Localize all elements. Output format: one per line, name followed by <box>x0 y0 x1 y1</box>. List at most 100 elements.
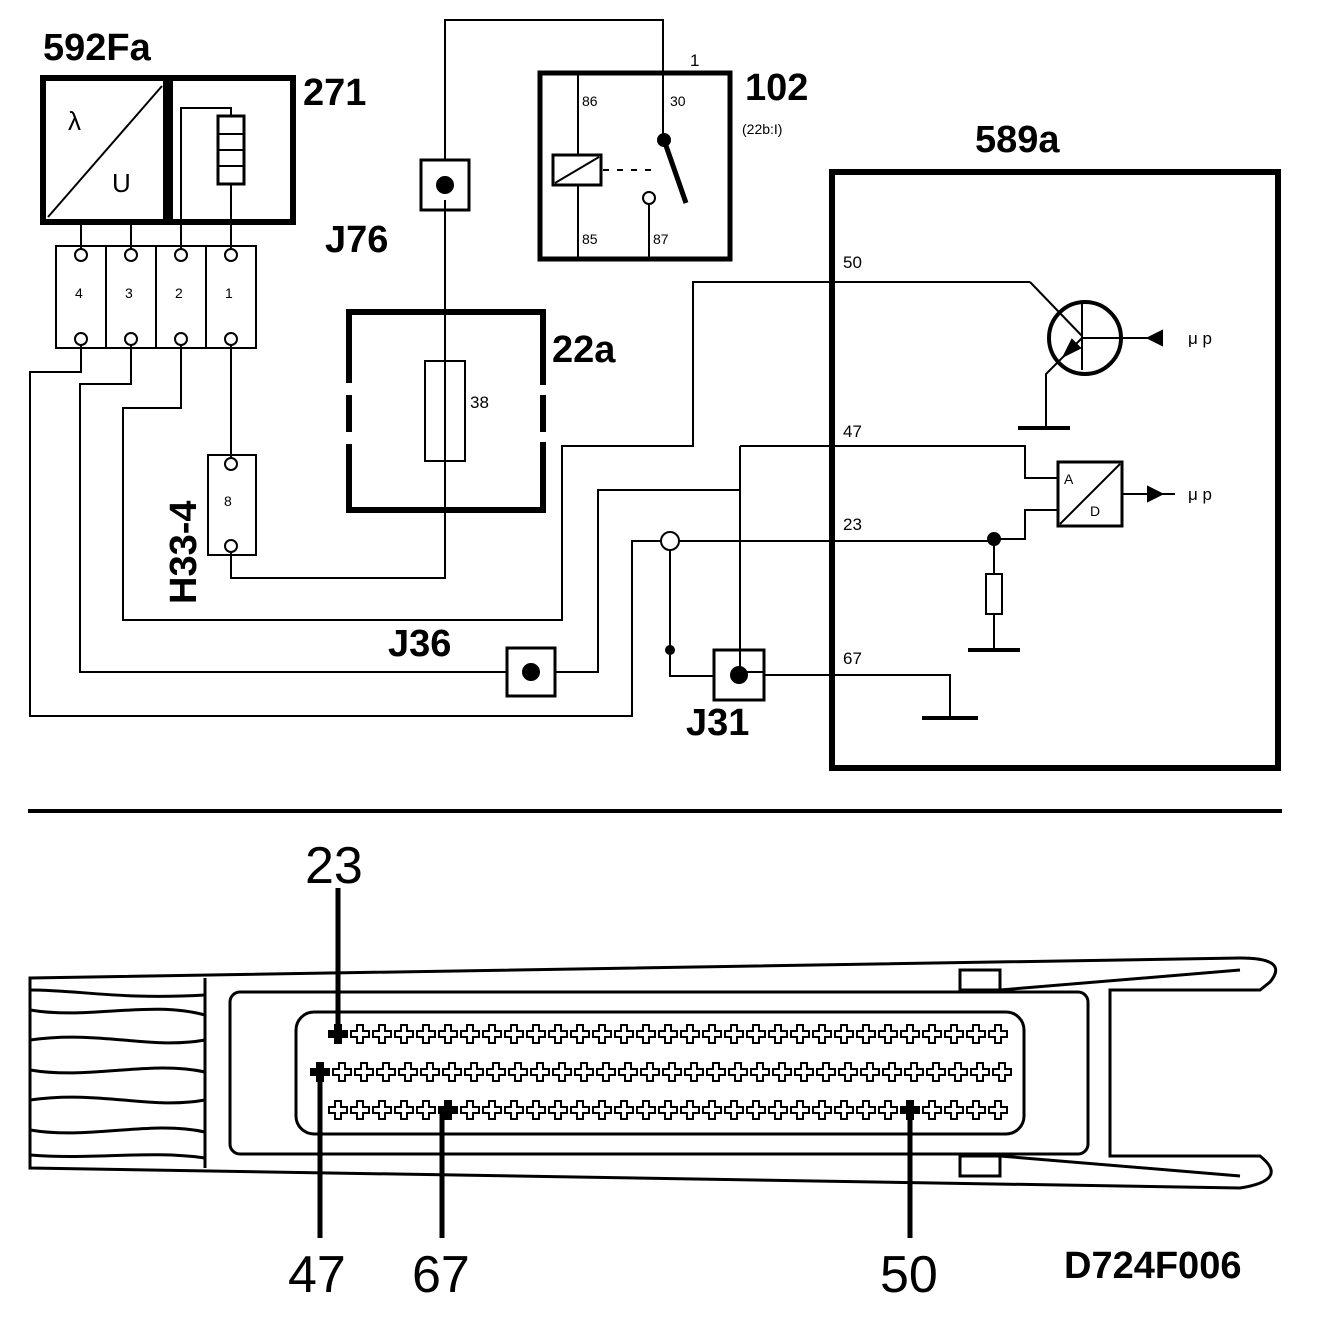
connector-pin <box>350 1024 370 1044</box>
connector-pin <box>482 1100 502 1120</box>
connector-pin <box>618 1062 638 1082</box>
connector-pin <box>878 1024 898 1044</box>
connector-pin <box>614 1024 634 1044</box>
connector-pin <box>882 1062 902 1082</box>
connector-pin <box>398 1062 418 1082</box>
connector-pin <box>526 1100 546 1120</box>
connector-pin <box>592 1024 612 1044</box>
connector-H33-4 <box>207 200 446 579</box>
connector-pin <box>860 1062 880 1082</box>
connector-pin <box>834 1024 854 1044</box>
connector-pin <box>922 1100 942 1120</box>
relay-pin-85: 85 <box>582 231 598 247</box>
connector-pin <box>900 1024 920 1044</box>
connector-pin <box>504 1024 524 1044</box>
connector-pin <box>354 1062 374 1082</box>
connector-pin <box>526 1024 546 1044</box>
connector-pin <box>636 1024 656 1044</box>
lambda-symbol: λ <box>68 106 81 136</box>
connector-pin <box>992 1062 1012 1082</box>
connector-pin <box>508 1062 528 1082</box>
connector-pin <box>812 1024 832 1044</box>
connector-pin <box>372 1024 392 1044</box>
connector-pin <box>948 1062 968 1082</box>
connector-pin <box>658 1024 678 1044</box>
connector-pin <box>834 1100 854 1120</box>
connector-pin <box>794 1062 814 1082</box>
label-271: 271 <box>303 72 366 114</box>
connector-pin <box>640 1062 660 1082</box>
label-J31: J31 <box>686 702 749 744</box>
connector-pin <box>750 1062 770 1082</box>
u-symbol: U <box>112 168 131 198</box>
ad-converter <box>739 445 1175 673</box>
connector-pin <box>636 1100 656 1120</box>
connector-pin <box>680 1100 700 1120</box>
connector-pin <box>944 1024 964 1044</box>
label-fuse-38: 38 <box>470 393 489 412</box>
label-589a: 589a <box>975 119 1060 161</box>
connector-pin <box>350 1100 370 1120</box>
label-22a: 22a <box>552 329 616 371</box>
connector-callout-50: 50 <box>880 1246 938 1304</box>
connector-pin <box>464 1062 484 1082</box>
connector-pin <box>790 1100 810 1120</box>
connector-pin <box>728 1062 748 1082</box>
connector-callout-47: 47 <box>288 1246 346 1304</box>
output-transistor <box>828 281 1163 430</box>
splice-J31 <box>712 648 978 720</box>
connector-pin <box>838 1062 858 1082</box>
wire-pin3 <box>79 345 507 673</box>
connector-pin <box>376 1062 396 1082</box>
ecu-connector-drawing <box>28 956 1278 1190</box>
connector-pin <box>966 1024 986 1044</box>
ecu-pin-47: 47 <box>843 422 862 441</box>
wire-23 <box>660 509 1058 677</box>
splice-J76 <box>419 19 664 212</box>
label-H33-4: H33-4 <box>163 501 205 605</box>
connector-pin-used <box>310 1062 330 1082</box>
connector-pin <box>570 1100 590 1120</box>
connector-pin <box>988 1024 1008 1044</box>
connector-pin <box>394 1024 414 1044</box>
label-J76: J76 <box>325 219 388 261</box>
connector-pin <box>460 1100 480 1120</box>
label-592Fa: 592Fa <box>43 27 152 69</box>
connector-pin <box>658 1100 678 1120</box>
connector-pin <box>988 1100 1008 1120</box>
connector-pin <box>420 1062 440 1082</box>
wire-pin2 <box>122 281 828 621</box>
connector-pin <box>328 1100 348 1120</box>
connector-pin <box>746 1024 766 1044</box>
label-relay-sub: (22b:I) <box>742 121 782 137</box>
fusebox-22a <box>346 309 546 513</box>
connector-pin <box>944 1100 964 1120</box>
label-J36: J36 <box>388 623 451 665</box>
connector-pin <box>768 1100 788 1120</box>
wire-pin4 <box>29 345 663 717</box>
heater-271 <box>167 75 296 248</box>
connector-pin <box>878 1100 898 1120</box>
connector-pin <box>904 1062 924 1082</box>
relay-pin-30: 30 <box>670 93 686 109</box>
connector-pin <box>530 1062 550 1082</box>
connector-pin-2: 2 <box>175 285 183 301</box>
relay-102 <box>537 70 733 262</box>
connector-pin <box>684 1062 704 1082</box>
connector-pin <box>416 1100 436 1120</box>
connector-pin <box>504 1100 524 1120</box>
connector-pin <box>812 1100 832 1120</box>
connector-pin <box>332 1062 352 1082</box>
connector-pin <box>706 1062 726 1082</box>
connector-pin <box>570 1024 590 1044</box>
connector-pin <box>746 1100 766 1120</box>
splice-J36 <box>505 489 740 698</box>
ecu-pin-23: 23 <box>843 515 862 534</box>
connector-pin <box>702 1024 722 1044</box>
connector-pin <box>768 1024 788 1044</box>
h33-pin-8: 8 <box>224 493 232 509</box>
connector-pin <box>438 1024 458 1044</box>
connector-pin <box>442 1062 462 1082</box>
connector-pin <box>614 1100 634 1120</box>
